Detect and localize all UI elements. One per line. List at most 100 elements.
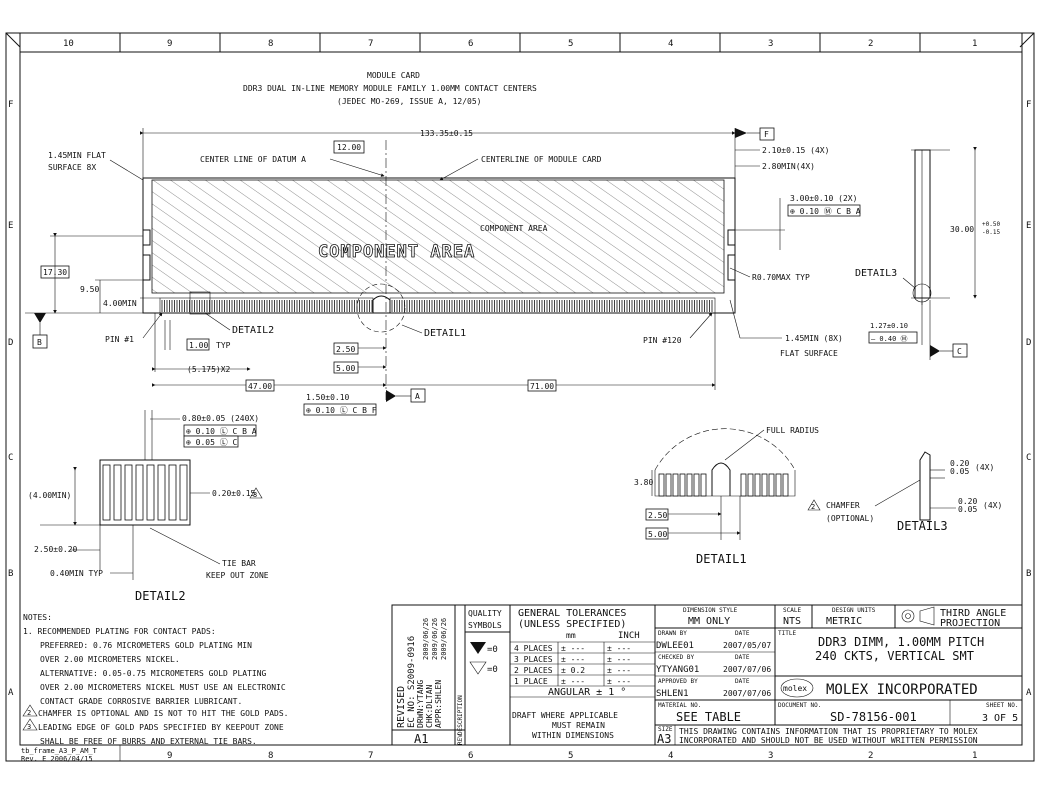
d2-note3: 3 xyxy=(253,491,257,499)
tb-size: A3 xyxy=(657,732,671,746)
tb-checked-date-label: DATE xyxy=(735,654,750,661)
tb-material: SEE TABLE xyxy=(676,710,741,724)
zone-numbers-top: 10 9 8 7 6 5 4 3 2 1 xyxy=(63,39,977,49)
d2-title: DETAIL2 xyxy=(135,589,186,603)
d1-dim-380: 3.80 xyxy=(634,478,653,487)
tol-row4-label: 1 PLACE xyxy=(514,677,548,686)
tb-doc-label: DOCUMENT NO. xyxy=(778,702,821,709)
zone-8: 8 xyxy=(268,39,273,49)
tb-sheet: 3 OF 5 xyxy=(982,713,1018,724)
zone-b-left: B xyxy=(8,569,13,579)
d3-dim-020a: 0.20 xyxy=(950,459,969,468)
d3-x4a: (4X) xyxy=(975,463,994,472)
rev-drwn: DRWN:YTANG xyxy=(416,680,425,728)
quality-sym2: =0 xyxy=(487,665,498,675)
dim-4700: 47.00 xyxy=(248,382,272,391)
tb-approved-date: 2007/07/06 xyxy=(723,689,771,698)
zone-3: 3 xyxy=(768,39,773,49)
tb-approved-date-label: DATE xyxy=(735,678,750,685)
zone-9-bottom: 9 xyxy=(167,751,172,761)
dim-3000-dn: -0.15 xyxy=(982,229,1000,236)
dim-300-fcf xyxy=(787,204,861,217)
zone-e-left: E xyxy=(8,221,13,231)
detail1-callout-circle xyxy=(356,283,406,333)
tol-row3-inch: ± --- xyxy=(607,666,631,675)
note-3b: SHALL BE FREE OF BURRS AND EXTERNAL TIE … xyxy=(40,737,257,746)
d1-dim-500: 5.00 xyxy=(648,530,667,539)
datum-a-label: A xyxy=(415,392,420,401)
tol-row3-label: 2 PLACES xyxy=(514,666,553,675)
notes-block: NOTES: 1. RECOMMENDED PLATING FOR CONTAC… xyxy=(22,613,288,746)
zone-c-right: C xyxy=(1026,453,1031,463)
dim-280: 2.80MIN(4X) xyxy=(762,162,815,171)
tb-size-label: SIZE xyxy=(658,726,673,733)
tol-300-text: ⊕ 0.10 Ⓜ C B A xyxy=(790,207,861,216)
zone-10: 10 xyxy=(63,39,74,49)
tb-company: MOLEX INCORPORATED xyxy=(826,682,978,698)
d3-chamfer: CHAMFER xyxy=(826,501,860,510)
zone-2: 2 xyxy=(868,39,873,49)
zone-1: 1 xyxy=(972,39,977,49)
d3-optional: (OPTIONAL) xyxy=(826,514,874,523)
note-1c: ALTERNATIVE: 0.05-0.75 MICROMETERS GOLD … xyxy=(40,669,267,678)
projection-circle-icon xyxy=(901,609,915,623)
d2-tie-bar: TIE BAR xyxy=(222,559,256,568)
flat-surface-left-2: SURFACE 8X xyxy=(48,163,96,172)
finger-ticks-left xyxy=(161,300,373,312)
tol-draft3: WITHIN DIMENSIONS xyxy=(532,731,614,740)
flat-right-1: 1.45MIN (8X) xyxy=(785,334,843,343)
tol-draft1: DRAFT WHERE APPLICABLE xyxy=(512,711,618,720)
tb-title1: DDR3 DIMM, 1.00MM PITCH xyxy=(818,635,984,649)
d2-dim-020: 0.20±0.15 xyxy=(212,489,256,498)
zone-d-left: D xyxy=(8,338,13,348)
tb-checked-date: 2007/07/06 xyxy=(723,665,771,674)
main-view: 133.35±0.15 F COMPONENT AREA COMPONENT A… xyxy=(25,127,861,416)
d2-keep-out: KEEP OUT ZONE xyxy=(206,571,269,580)
dim-500: 5.00 xyxy=(336,364,355,373)
detail3-view: 0.20 0.05 (4X) 0.20 0.05 (4X) 2 CHAMFER … xyxy=(807,451,1002,533)
detail2-view: 0.80±0.05 (240X) ⊕ 0.10 Ⓛ C B A ⊕ 0.05 Ⓛ… xyxy=(28,410,269,603)
note-mark-3: 3 xyxy=(27,723,31,731)
dim-3000: 30.00 xyxy=(950,225,974,234)
zone-4: 4 xyxy=(668,39,673,49)
r070-label: R0.70MAX TYP xyxy=(752,273,810,282)
detail2-callout: DETAIL2 xyxy=(232,325,274,336)
tol-row2-label: 3 PLACES xyxy=(514,655,553,664)
datum-f-box xyxy=(759,127,775,141)
rev-label: REV xyxy=(457,734,464,745)
projection-cone-icon xyxy=(919,606,935,626)
side-card-body xyxy=(914,149,931,299)
tb-title2: 240 CKTS, VERTICAL SMT xyxy=(815,649,974,663)
tol-inch: INCH xyxy=(618,631,640,641)
zone-7: 7 xyxy=(368,39,373,49)
molex-logo-icon xyxy=(780,678,814,698)
tol-row1-inch: ± --- xyxy=(607,644,631,653)
d3-title: DETAIL3 xyxy=(897,519,948,533)
tol-title2: (UNLESS SPECIFIED) xyxy=(518,619,626,630)
tol-draft2: MUST REMAIN xyxy=(552,721,605,730)
revision-block: REVISED EC NO: S2009-0916 DRWN:YTANG CHK… xyxy=(391,604,466,746)
quality-block: QUALITY SYMBOLS =0 =0 xyxy=(464,604,511,746)
tol-150-text: ⊕ 0.10 Ⓛ C B F xyxy=(306,406,377,415)
rev-revised: REVISED xyxy=(396,686,407,728)
component-area-hatch xyxy=(151,179,725,294)
d3-dim-020b: 0.20 xyxy=(958,497,977,506)
pin1-label: PIN #1 xyxy=(105,335,134,344)
dim-4700-box xyxy=(245,379,275,392)
tb-material-label: MATERIAL NO. xyxy=(658,702,701,709)
zone-f-left: F xyxy=(8,100,13,110)
zone-f-right: F xyxy=(1026,100,1031,110)
symbols-label: SYMBOLS xyxy=(468,621,502,630)
quality-label: QUALITY xyxy=(468,609,502,618)
dim-127-fcf xyxy=(868,331,918,344)
rev-appr: APPR:SHLEN xyxy=(434,680,443,728)
centerline-module-card: CENTERLINE OF MODULE CARD xyxy=(481,155,602,164)
note-1e: CONTACT GRADE CORROSIVE BARRIER LUBRICAN… xyxy=(40,697,242,706)
datum-c-label: C xyxy=(957,347,962,356)
tol-title1: GENERAL TOLERANCES xyxy=(518,608,626,619)
note-2: CHAMFER IS OPTIONAL AND IS NOT TO HIT TH… xyxy=(38,709,288,718)
zone-b-right: B xyxy=(1026,569,1031,579)
component-area-small: COMPONENT AREA xyxy=(480,224,548,233)
zone-5-bottom: 5 xyxy=(568,751,573,761)
gold-pads-right xyxy=(389,297,716,314)
